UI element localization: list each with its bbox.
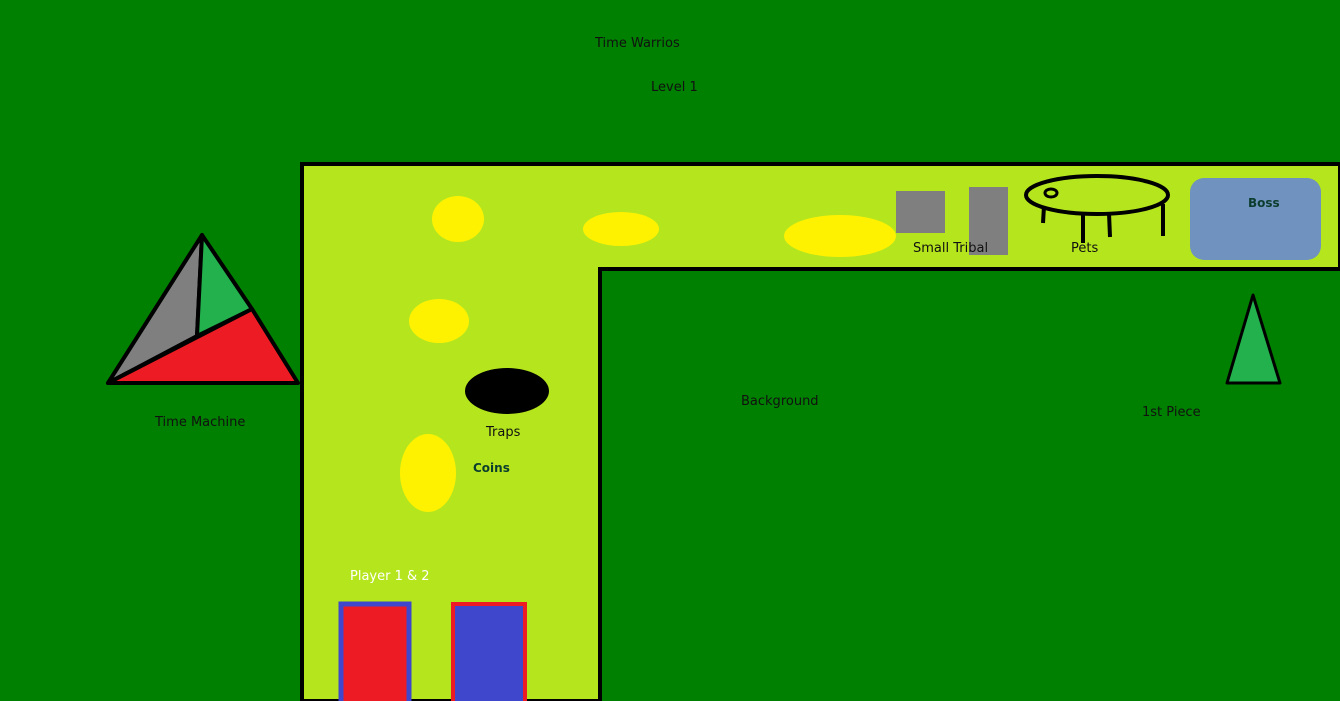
coins-label: Coins [473, 461, 510, 475]
boss-label: Boss [1248, 196, 1280, 210]
pet-creature [1024, 174, 1170, 243]
background-label: Background [741, 394, 819, 409]
players-label: Player 1 & 2 [350, 569, 430, 584]
time-machine-label: Time Machine [155, 415, 246, 430]
coin [432, 196, 484, 242]
boss-block [1190, 178, 1321, 260]
coin [400, 434, 456, 512]
player-1 [338, 601, 412, 701]
first-piece-label: 1st Piece [1142, 405, 1201, 420]
first-piece [1225, 293, 1282, 385]
small-tribal-enemy [969, 187, 1008, 255]
coin [409, 299, 469, 343]
level-label: Level 1 [651, 80, 698, 95]
player-2 [451, 602, 527, 701]
path-track [300, 162, 1340, 701]
time-machine [106, 233, 300, 385]
small-tribal-enemy [896, 191, 945, 233]
pets-label: Pets [1071, 241, 1099, 256]
traps-label: Traps [486, 425, 521, 440]
coin [784, 215, 896, 257]
trap-hole [465, 368, 549, 414]
small-tribal-label: Small Tribal [913, 241, 989, 256]
game-title: Time Warrios [595, 36, 680, 51]
coin [583, 212, 659, 246]
